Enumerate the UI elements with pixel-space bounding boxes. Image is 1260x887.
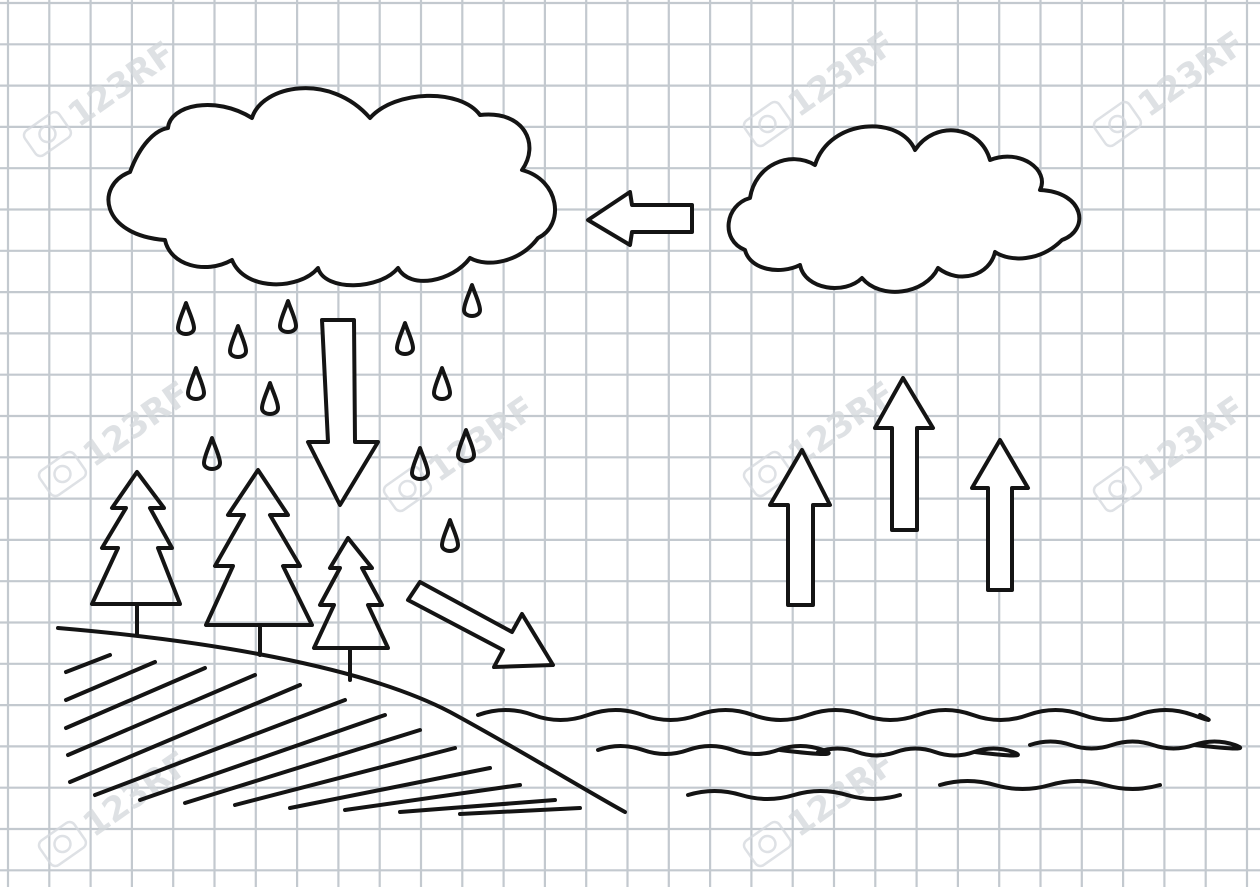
raindrop [230, 326, 246, 357]
evaporation-arrow [972, 440, 1028, 590]
camera-icon [382, 465, 434, 514]
camera-icon [742, 100, 794, 149]
camera-icon [1092, 100, 1144, 149]
wave [818, 749, 1018, 756]
raindrop [464, 285, 480, 316]
watermark-text: 123RF [781, 24, 903, 126]
watermark: 123RF [1090, 24, 1253, 154]
camera-icon [37, 820, 89, 869]
camera-lens [1106, 113, 1128, 135]
watermark-text: 123RF [76, 374, 198, 476]
raindrop [262, 383, 278, 414]
raindrop [178, 303, 194, 334]
cloud-movement-arrow [588, 192, 692, 245]
hatch-line [66, 668, 205, 728]
camera-lens [1106, 478, 1128, 500]
raindrop [397, 323, 413, 354]
fir-tree [314, 538, 388, 680]
evaporation-cloud [729, 126, 1080, 291]
precipitation-arrow [308, 320, 378, 505]
watermark-text: 123RF [1131, 389, 1253, 491]
watermark-text: 123RF [421, 389, 543, 491]
runoff-arrow [408, 582, 553, 667]
hatch-line [460, 808, 580, 814]
rain-cloud [108, 88, 555, 285]
fir-tree [92, 472, 180, 635]
camera-lens [396, 478, 418, 500]
raindrop [280, 301, 296, 332]
camera-lens [51, 833, 73, 855]
raindrop [442, 520, 458, 551]
raindrop [188, 368, 204, 399]
raindrop [434, 368, 450, 399]
raindrop [204, 438, 220, 469]
watermark-text: 123RF [1131, 24, 1253, 126]
camera-lens [51, 463, 73, 485]
camera-icon [22, 110, 74, 159]
camera-icon [1092, 465, 1144, 514]
wave [478, 710, 1209, 720]
watermark: 123RF [740, 744, 903, 874]
camera-lens [756, 113, 778, 135]
camera-icon [742, 820, 794, 869]
camera-lens [756, 463, 778, 485]
camera-lens [756, 833, 778, 855]
wave [598, 746, 829, 754]
